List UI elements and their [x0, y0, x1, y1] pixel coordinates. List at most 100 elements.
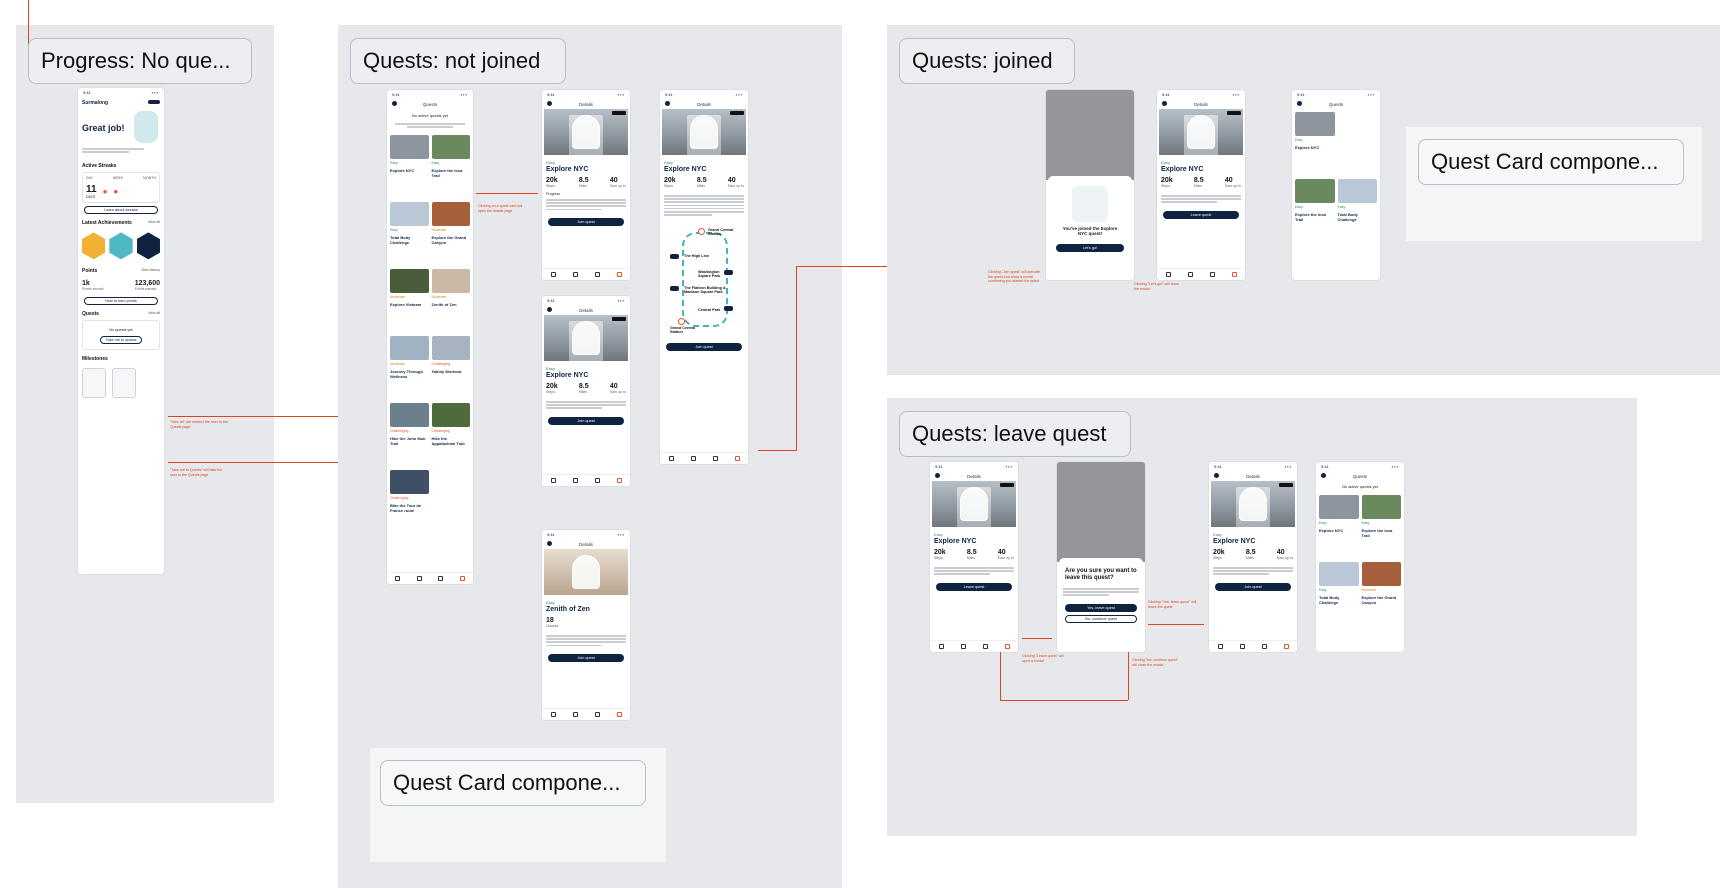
quests-after-leave-screen: 9:41▪▪▪ Quests No active quests yet Easy…	[1316, 462, 1404, 652]
progress-screen: 9:41▪▪▪ Surmalong Great job! Active Stre…	[78, 88, 164, 574]
annotation-leave: Clicking "Leave quest" will open a modal	[1022, 654, 1064, 663]
section-label-card-component: Quest Card compone...	[380, 760, 646, 806]
tab-bar	[387, 572, 473, 584]
milestones-heading: Milestones	[82, 356, 108, 363]
quests-icon[interactable]	[416, 576, 422, 581]
annotation-line	[1148, 624, 1204, 625]
take-me-to-quests-button[interactable]: Take me to quests	[100, 336, 142, 345]
quests-icon[interactable]	[572, 272, 578, 277]
programs-icon[interactable]	[438, 576, 444, 581]
join-quest-button[interactable]: Join quest	[548, 416, 624, 425]
badge-icon	[109, 232, 133, 260]
home-icon[interactable]	[550, 272, 556, 277]
lets-go-button[interactable]: Let's go!	[1056, 244, 1124, 252]
quest-title: Explore NYC	[546, 166, 589, 173]
badge-icon	[136, 232, 160, 260]
progress-icon[interactable]	[616, 272, 622, 277]
back-button[interactable]	[547, 101, 552, 106]
quests-list-screen: 9:41▪▪▪ Quests No active quests yet Easy…	[387, 90, 473, 584]
brand-header: Surmalong	[78, 97, 164, 109]
view-all-link[interactable]: View all	[148, 220, 160, 225]
quest-hero-image	[662, 109, 746, 155]
no-quests-card: No quests yet Take me to quests	[82, 320, 160, 351]
annotation-line	[1128, 652, 1129, 700]
annotation-join: Clicking "Join quest" will activate the …	[988, 270, 1040, 284]
back-button[interactable]	[547, 307, 552, 312]
flame-icon: ●	[102, 187, 108, 197]
earn-points-button[interactable]: How to earn points	[84, 297, 158, 306]
back-button[interactable]	[392, 101, 397, 106]
leave-quest-button[interactable]: Leave quest	[1163, 210, 1239, 219]
streak-value: 11	[86, 184, 97, 196]
programs-icon[interactable]	[594, 272, 600, 277]
tab-bar	[542, 268, 630, 280]
annotation-line	[28, 0, 29, 64]
annotation-line	[1000, 652, 1001, 700]
annotation-no-continue: Clicking "No, continue quest" will close…	[1132, 658, 1179, 667]
back-button[interactable]	[547, 541, 552, 546]
annotation-take-me: "Take me to Quests" will take the user t…	[170, 468, 223, 477]
learn-streaks-button[interactable]: Learn about streaks	[84, 206, 158, 215]
joined-illustration	[1072, 186, 1108, 222]
continue-quest-button[interactable]: No, continue quest	[1065, 614, 1137, 623]
quest-hero-image	[544, 109, 628, 155]
achievement-badges	[78, 229, 164, 262]
join-quest-button[interactable]: Join quest	[548, 653, 624, 662]
section-label-card-component: Quest Card compone...	[1418, 139, 1684, 185]
annotation-view-all: "View all" will redirect the user to the…	[170, 420, 228, 429]
tab-day[interactable]: DAY	[86, 176, 93, 181]
join-quest-button[interactable]: Join quest	[548, 217, 624, 226]
progress-icon[interactable]	[459, 576, 465, 581]
home-icon[interactable]	[395, 576, 401, 581]
section-label-not-joined: Quests: not joined	[350, 38, 566, 84]
confirm-leave-button[interactable]: Yes, leave quest	[1065, 603, 1137, 612]
joined-modal: You've joined the Explore NYC quest! Let…	[1048, 176, 1132, 280]
annotation-line	[168, 416, 378, 417]
annotation-yes-leave: Clicking "Yes, leave quest" will leave t…	[1148, 600, 1197, 609]
leave-modal: Are you sure you want to leave this ques…	[1059, 558, 1143, 652]
join-quest-button[interactable]: Join quest	[1215, 582, 1291, 591]
quest-hero-image	[544, 549, 628, 595]
leave-quest-button[interactable]: Leave quest	[936, 582, 1012, 591]
flame-icon: ●	[113, 187, 119, 197]
tab-week[interactable]: WEEK	[112, 176, 124, 181]
section-label-progress: Progress: No que...	[28, 38, 252, 84]
mascot-illustration	[134, 111, 158, 143]
milestone-badge	[112, 368, 136, 399]
joined-modal-screen: You've joined the Explore NYC quest! Let…	[1046, 90, 1134, 280]
section-label-leave: Quests: leave quest	[899, 411, 1131, 457]
view-history-link[interactable]: View history	[141, 268, 160, 273]
tab-month[interactable]: MONTH	[143, 176, 156, 181]
quest-hero-image	[544, 315, 628, 361]
annotation-open-card: Clicking on a quest card will open the d…	[478, 204, 523, 213]
annotation-line	[1000, 700, 1128, 701]
join-quest-button[interactable]: Join quest	[666, 343, 742, 352]
back-button[interactable]	[665, 101, 670, 106]
